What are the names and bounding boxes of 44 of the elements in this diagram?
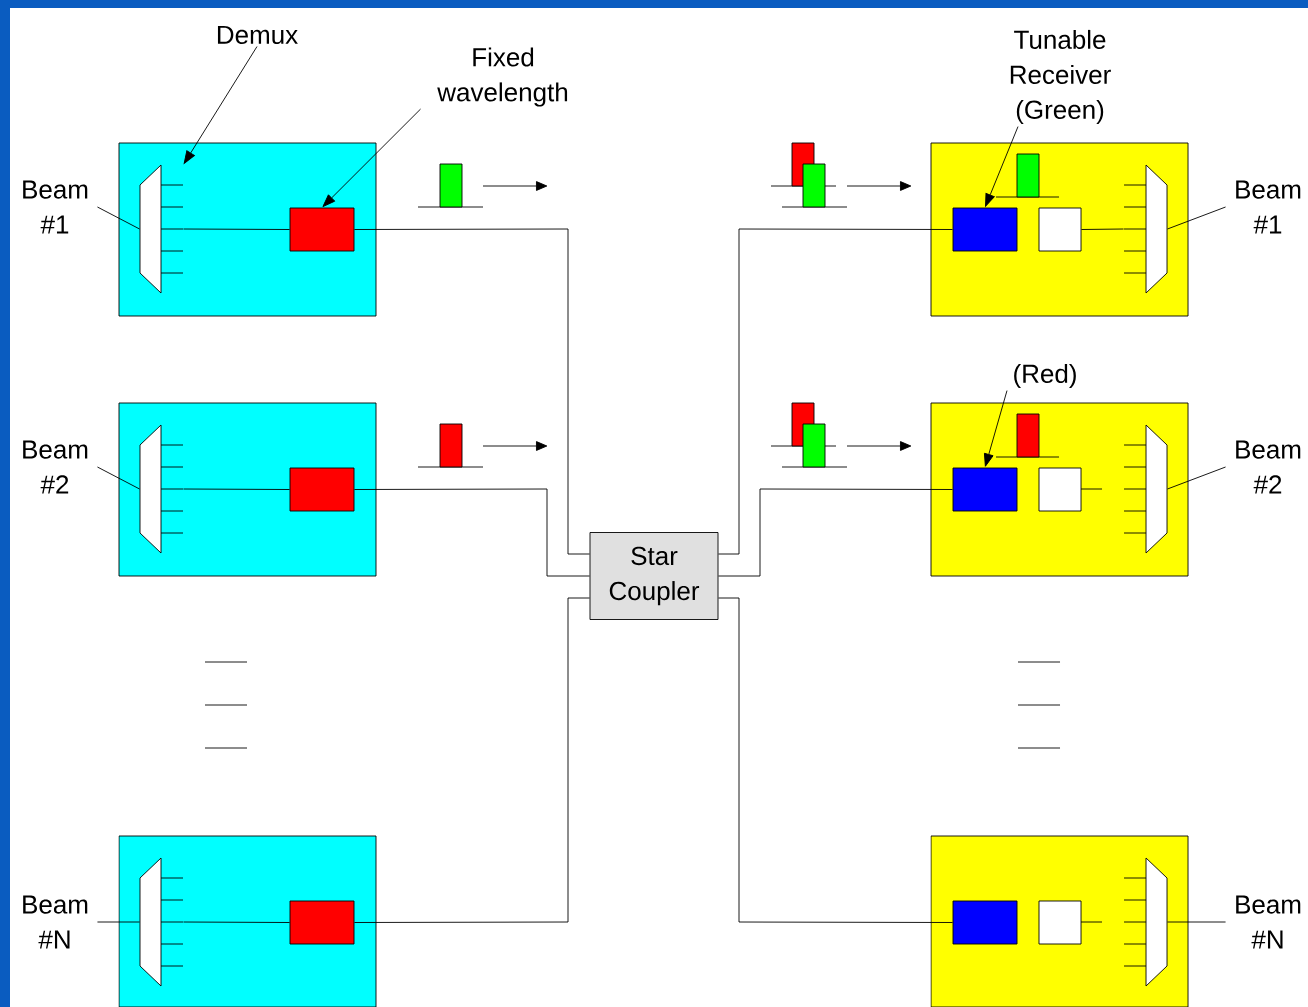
beam-label: Beam #1 [23, 180, 88, 234]
fiber-line [97, 206, 140, 230]
demux-drawing [139, 424, 184, 554]
fiber-line [183, 921, 290, 923]
callout-label: Fixed wavelength [437, 47, 568, 107]
fiber-line [1167, 466, 1226, 490]
fiber-line [718, 488, 953, 577]
fiber-line [718, 228, 953, 555]
fiber-line [1167, 206, 1226, 230]
fiber-line [1167, 921, 1226, 923]
laser-box [289, 467, 355, 512]
beam-label: Beam #N [23, 895, 88, 949]
beam-label: Beam #2 [23, 440, 88, 494]
demux-drawing [1123, 164, 1168, 294]
fiber-line [1081, 228, 1124, 230]
demux-drawing [1123, 424, 1168, 554]
callout-label: Tunable Receiver (Green) [1010, 29, 1111, 125]
fiber-line [718, 597, 953, 923]
coupler-box: Star Coupler [589, 532, 719, 620]
beam-label: Beam #2 [1236, 440, 1301, 494]
fiber-line [97, 466, 140, 490]
fiber-line [183, 488, 290, 490]
beam-label: Beam #1 [1236, 180, 1301, 234]
laser-box [289, 207, 355, 252]
filter-box [952, 900, 1018, 945]
demux-drawing [139, 164, 184, 294]
laser-box [289, 900, 355, 945]
fiber-line [354, 597, 590, 923]
filter-box [952, 207, 1018, 252]
filter-box [952, 467, 1018, 512]
beam-label: Beam #N [1236, 895, 1301, 949]
fiber-line [354, 228, 590, 555]
callout-label: Demux [217, 25, 298, 45]
fiber-line [354, 488, 590, 577]
callout-label: (Red) [1014, 363, 1076, 389]
demux-drawing [1123, 857, 1168, 987]
leader-line [322, 108, 421, 208]
demux-drawing [139, 857, 184, 987]
detector-box [1038, 900, 1082, 945]
fiber-line [97, 921, 140, 923]
fiber-line [183, 228, 290, 230]
detector-box [1038, 207, 1082, 252]
leader-line [183, 46, 258, 164]
detector-box [1038, 467, 1082, 512]
